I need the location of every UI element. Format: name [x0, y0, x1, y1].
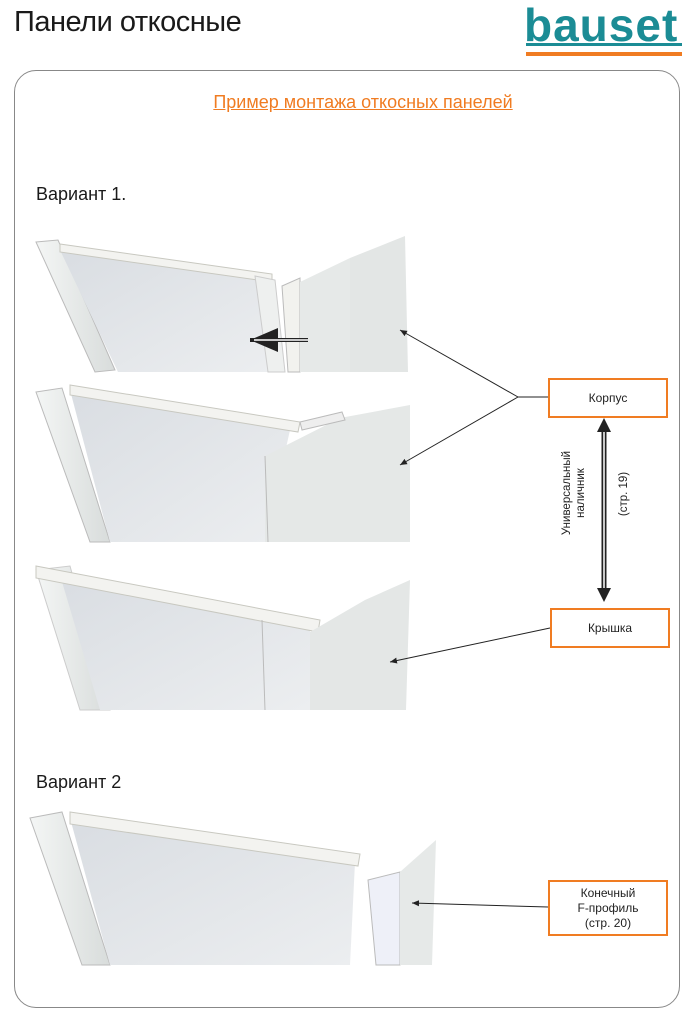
- logo-text: bauset: [524, 0, 679, 51]
- variant-2-label: Вариант 2: [36, 772, 122, 792]
- panel-image-4: [29, 811, 436, 966]
- universal-line-1: Универсальный: [561, 450, 573, 536]
- callout-lines: [389, 329, 551, 908]
- label-body-text: Корпус: [588, 390, 628, 405]
- logo-underline: [526, 43, 682, 46]
- logo-orange-line: [526, 52, 682, 56]
- panel-image-1: [35, 236, 408, 373]
- f-profile-line-3: (стр. 20): [584, 915, 632, 930]
- bauset-logo: bauset: [524, 0, 684, 60]
- label-body: Корпус: [548, 378, 668, 418]
- panel-image-2: [35, 384, 410, 543]
- page-ref-19: (стр. 19): [618, 471, 630, 517]
- double-arrow: [597, 418, 611, 602]
- content-frame: [14, 70, 680, 1008]
- f-profile-line-1: Конечный: [580, 885, 636, 900]
- panel-image-3: [35, 565, 410, 711]
- universal-trim-label: Универсальный наличник: [560, 438, 590, 548]
- section-subtitle: Пример монтажа откосных панелей: [213, 92, 513, 112]
- f-profile-line-2: F-профиль: [577, 900, 639, 915]
- universal-line-2: наличник: [575, 468, 588, 518]
- page-title: Панели откосные: [14, 6, 242, 38]
- label-cover-text: Крышка: [587, 620, 633, 635]
- label-cover: Крышка: [550, 608, 670, 648]
- variant-1-label: Вариант 1.: [36, 184, 127, 204]
- label-f-profile: Конечный F-профиль (стр. 20): [548, 880, 668, 936]
